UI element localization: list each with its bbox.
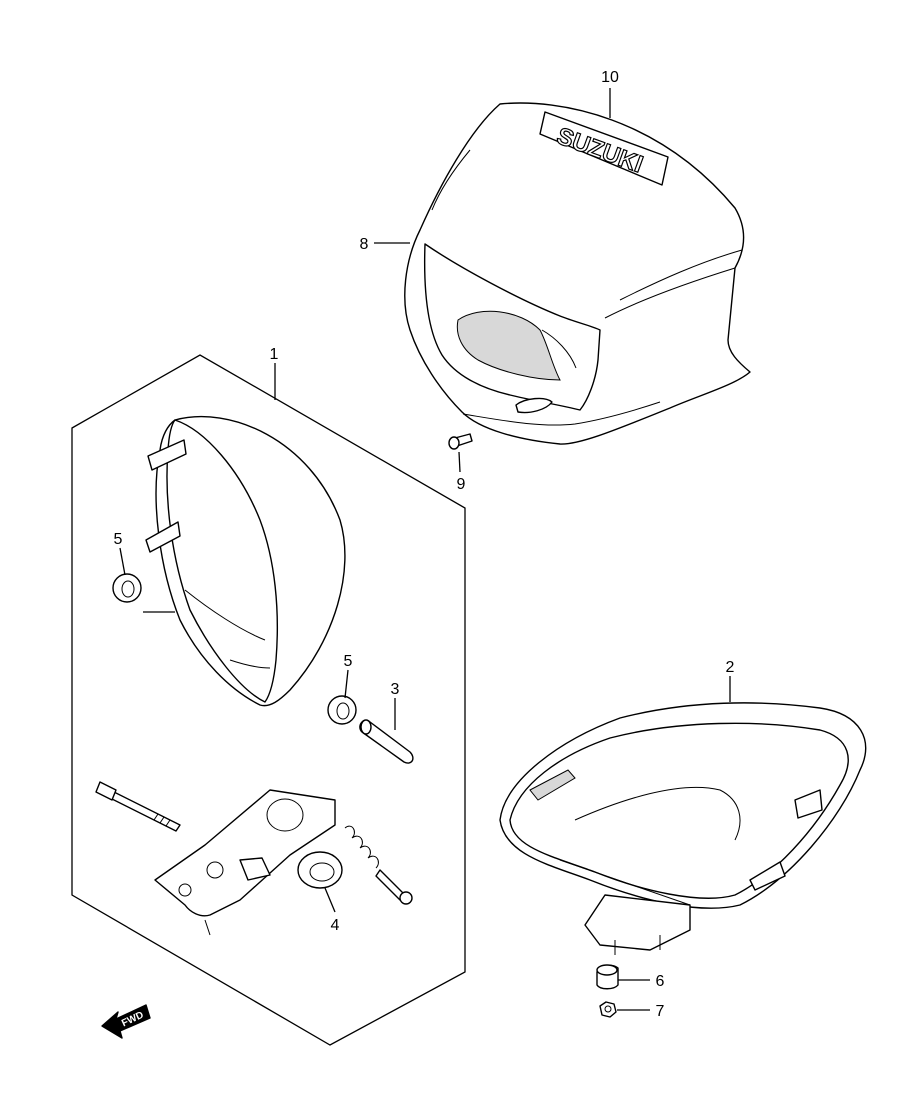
callout-2: 2 bbox=[726, 659, 735, 676]
callout-3: 3 bbox=[391, 681, 400, 698]
callout-8: 8 bbox=[360, 236, 369, 253]
grommet-left bbox=[112, 573, 142, 603]
callout-10: 10 bbox=[601, 69, 619, 86]
callout-4: 4 bbox=[331, 917, 340, 934]
leader-lines bbox=[119, 88, 731, 1011]
adjusting-spring bbox=[344, 825, 413, 905]
headlight-cover bbox=[499, 702, 867, 955]
headlight-cowl: SUZUKI bbox=[404, 102, 751, 445]
fwd-text: FWD bbox=[120, 1010, 145, 1030]
callout-6: 6 bbox=[656, 973, 665, 990]
mounting-bolt bbox=[95, 781, 181, 832]
headlight-bracket bbox=[154, 789, 336, 936]
bracket-grommet bbox=[297, 851, 343, 889]
callout-1: 1 bbox=[270, 346, 279, 363]
screw bbox=[448, 433, 473, 450]
headlight-housing bbox=[145, 416, 346, 707]
forward-arrow: FWD bbox=[101, 1004, 151, 1039]
callout-7: 7 bbox=[656, 1003, 665, 1020]
callout-9: 9 bbox=[457, 476, 466, 493]
nut bbox=[599, 1001, 617, 1018]
callout-5-left: 5 bbox=[114, 531, 123, 548]
rubber-mount bbox=[596, 964, 619, 990]
callout-5-right: 5 bbox=[344, 653, 353, 670]
collar bbox=[359, 719, 414, 764]
grommet-right bbox=[327, 695, 357, 725]
kit-boundary bbox=[71, 354, 466, 1046]
